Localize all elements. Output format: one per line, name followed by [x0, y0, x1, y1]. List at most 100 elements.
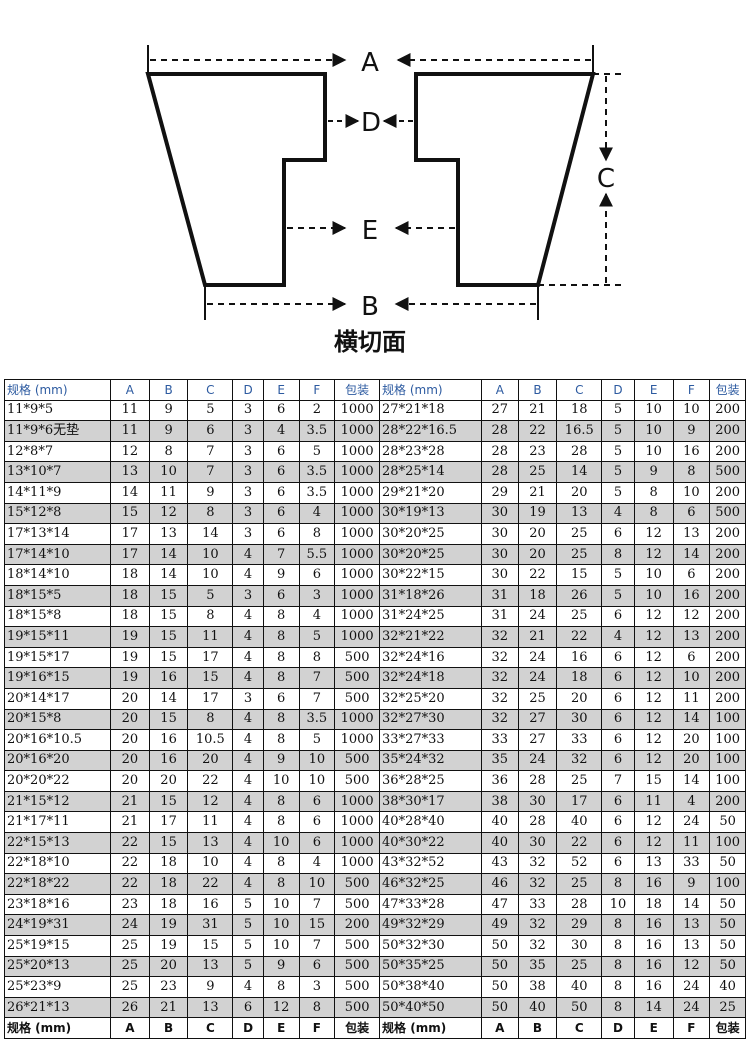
- value-cell: 46: [480, 873, 519, 895]
- value-cell: 500: [709, 461, 746, 483]
- spec-cell: 11*9*5: [4, 399, 111, 422]
- value-cell: 4: [262, 420, 300, 442]
- value-cell: 100: [709, 708, 746, 731]
- value-cell: 200: [709, 584, 746, 607]
- value-cell: 5.5: [298, 543, 336, 566]
- value-cell: 3.5: [298, 481, 336, 504]
- value-cell: 24: [672, 976, 711, 998]
- value-cell: 21: [110, 790, 150, 813]
- value-cell: 3: [232, 584, 264, 607]
- value-cell: 30: [480, 543, 519, 566]
- value-cell: 10: [633, 399, 674, 422]
- value-cell: 14: [633, 996, 674, 1019]
- value-cell: 22: [556, 832, 603, 854]
- value-cell: 9: [187, 976, 234, 998]
- value-cell: 8: [262, 852, 300, 875]
- value-cell: 9: [148, 420, 189, 442]
- value-cell: 32: [556, 749, 603, 772]
- value-cell: 15: [148, 708, 189, 731]
- value-cell: 40: [517, 996, 558, 1019]
- value-cell: 500: [334, 893, 381, 916]
- value-cell: 8: [262, 708, 300, 731]
- value-cell: 10: [262, 770, 300, 792]
- value-cell: 38: [517, 976, 558, 998]
- spec-cell: 26*21*13: [4, 996, 111, 1019]
- value-cell: 11: [633, 790, 674, 813]
- value-cell: 20: [672, 729, 711, 751]
- spec-cell: 25*20*13: [4, 955, 111, 978]
- value-cell: 13: [556, 502, 603, 525]
- label-e: E: [362, 216, 378, 246]
- spec-cell: 50*32*30: [379, 935, 482, 957]
- footer-cell: E: [262, 1017, 300, 1039]
- value-cell: 6: [262, 481, 300, 504]
- spec-cell: 17*13*14: [4, 523, 111, 545]
- value-cell: 12: [633, 626, 674, 648]
- footer-cell: A: [110, 1017, 150, 1039]
- value-cell: 6: [601, 790, 635, 813]
- value-cell: 24: [517, 667, 558, 689]
- value-cell: 4: [232, 832, 264, 854]
- header-cell: A: [110, 379, 150, 401]
- value-cell: 9: [187, 481, 234, 504]
- spec-cell: 18*15*5: [4, 584, 111, 607]
- value-cell: 8: [633, 481, 674, 504]
- value-cell: 16: [148, 749, 189, 772]
- value-cell: 6: [298, 564, 336, 586]
- value-cell: 50: [709, 914, 746, 937]
- value-cell: 9: [262, 749, 300, 772]
- value-cell: 11: [110, 399, 150, 422]
- value-cell: 6: [298, 955, 336, 978]
- value-cell: 13: [187, 996, 234, 1019]
- header-cell: E: [262, 379, 300, 401]
- value-cell: 3: [232, 502, 264, 525]
- value-cell: 9: [672, 420, 711, 442]
- cross-section-svg: A D E B C 横切面: [145, 45, 622, 356]
- value-cell: 200: [709, 523, 746, 545]
- value-cell: 33: [517, 893, 558, 916]
- value-cell: 40: [709, 976, 746, 998]
- value-cell: 4: [232, 729, 264, 751]
- value-cell: 14: [148, 564, 189, 586]
- value-cell: 30: [517, 790, 558, 813]
- value-cell: 16.5: [556, 420, 603, 442]
- value-cell: 6: [601, 523, 635, 545]
- header-cell: 规格 (mm): [379, 379, 482, 401]
- value-cell: 21: [517, 626, 558, 648]
- value-cell: 4: [298, 605, 336, 628]
- spec-cell: 24*19*31: [4, 914, 111, 937]
- spec-cell: 50*40*50: [379, 996, 482, 1019]
- value-cell: 10: [633, 440, 674, 463]
- footer-cell: A: [480, 1017, 519, 1039]
- value-cell: 23: [110, 893, 150, 916]
- spec-cell: 25*23*9: [4, 976, 111, 998]
- value-cell: 24: [517, 646, 558, 669]
- value-cell: 8: [187, 605, 234, 628]
- value-cell: 1000: [334, 543, 381, 566]
- value-cell: 8: [262, 976, 300, 998]
- spec-cell: 50*35*25: [379, 955, 482, 978]
- value-cell: 6: [262, 687, 300, 710]
- value-cell: 28: [556, 440, 603, 463]
- spec-cell: 17*14*10: [4, 543, 111, 566]
- value-cell: 5: [601, 564, 635, 586]
- value-cell: 3: [232, 687, 264, 710]
- value-cell: 19: [110, 626, 150, 648]
- value-cell: 1000: [334, 461, 381, 483]
- value-cell: 500: [334, 749, 381, 772]
- value-cell: 25: [556, 523, 603, 545]
- profile-outline: [145, 72, 327, 287]
- value-cell: 18: [110, 564, 150, 586]
- value-cell: 30: [480, 523, 519, 545]
- value-cell: 200: [709, 481, 746, 504]
- value-cell: 16: [633, 914, 674, 937]
- value-cell: 5: [601, 461, 635, 483]
- value-cell: 10: [187, 852, 234, 875]
- value-cell: 25: [556, 770, 603, 792]
